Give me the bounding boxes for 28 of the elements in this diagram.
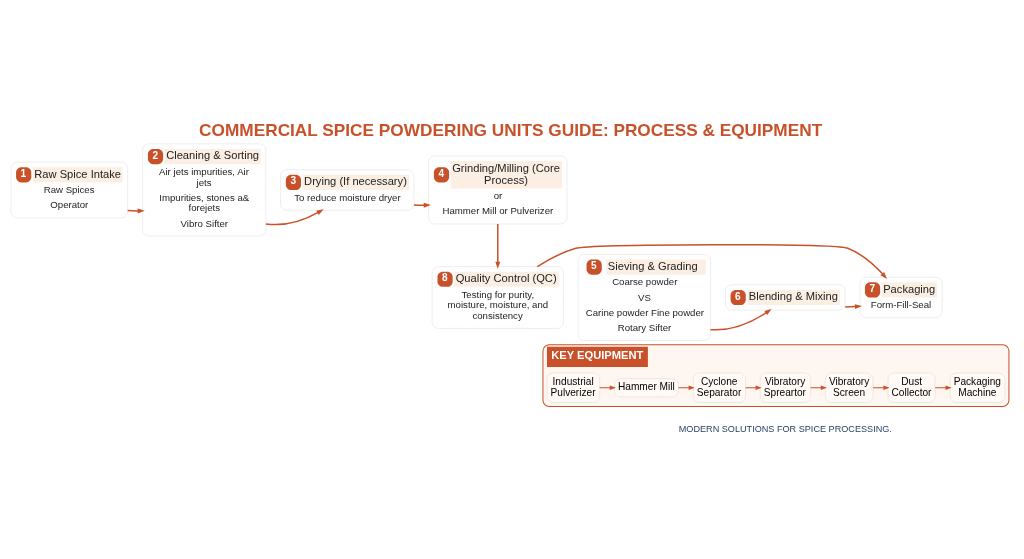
node-box: 1 Raw Spice Intake Raw Spices Operator bbox=[10, 161, 128, 218]
arrow bbox=[709, 308, 772, 331]
arrow bbox=[413, 202, 431, 208]
node-box: Packaging Machine bbox=[949, 372, 1006, 403]
arrow bbox=[677, 385, 695, 390]
node-box: Cyclone Separator bbox=[693, 372, 746, 403]
node-box: 3 Drying (If necessary) To reduce moisture dryer bbox=[280, 168, 415, 211]
arrow bbox=[536, 243, 888, 279]
node-box: 5 Sieving & Grading Coarse powder VS Carine powder Fine powder Rotary Sifter bbox=[577, 253, 711, 341]
diagram-title: COMMERCIAL SPICE POWDERING UNITS GUIDE: PROCESS & EQUIPMENT bbox=[199, 119, 823, 140]
arrow bbox=[126, 207, 145, 213]
node-box: 6 Blending & Mixing bbox=[725, 284, 846, 310]
arrow bbox=[495, 222, 501, 269]
arrow bbox=[599, 385, 616, 390]
node-box: Industrial Pulverizer bbox=[546, 372, 600, 403]
arrow bbox=[872, 385, 890, 390]
arrow bbox=[265, 208, 324, 225]
node-box: 7 Packaging Form-Fill-Seal bbox=[859, 276, 943, 318]
node-box: Vibratory Screen bbox=[825, 372, 874, 403]
node-box: 8 Quality Control (QC) Testing for purity, moisture, moisture, and consistency bbox=[431, 265, 564, 329]
node-box: Dust Collector bbox=[887, 372, 936, 403]
node-box: Hammer Mill bbox=[614, 377, 679, 397]
node-box: Vibratory Spreartor bbox=[759, 372, 811, 403]
node-box: 2 Cleaning & Sorting Air jets impurities, Air jets Impurities, stones a& forejets Vibro Sifter bbox=[142, 143, 267, 236]
caption: MODERN SOLUTIONS FOR SPICE PROCESSING. bbox=[678, 423, 892, 434]
arrow bbox=[934, 385, 952, 390]
arrow bbox=[810, 385, 827, 390]
arrow bbox=[844, 303, 863, 309]
